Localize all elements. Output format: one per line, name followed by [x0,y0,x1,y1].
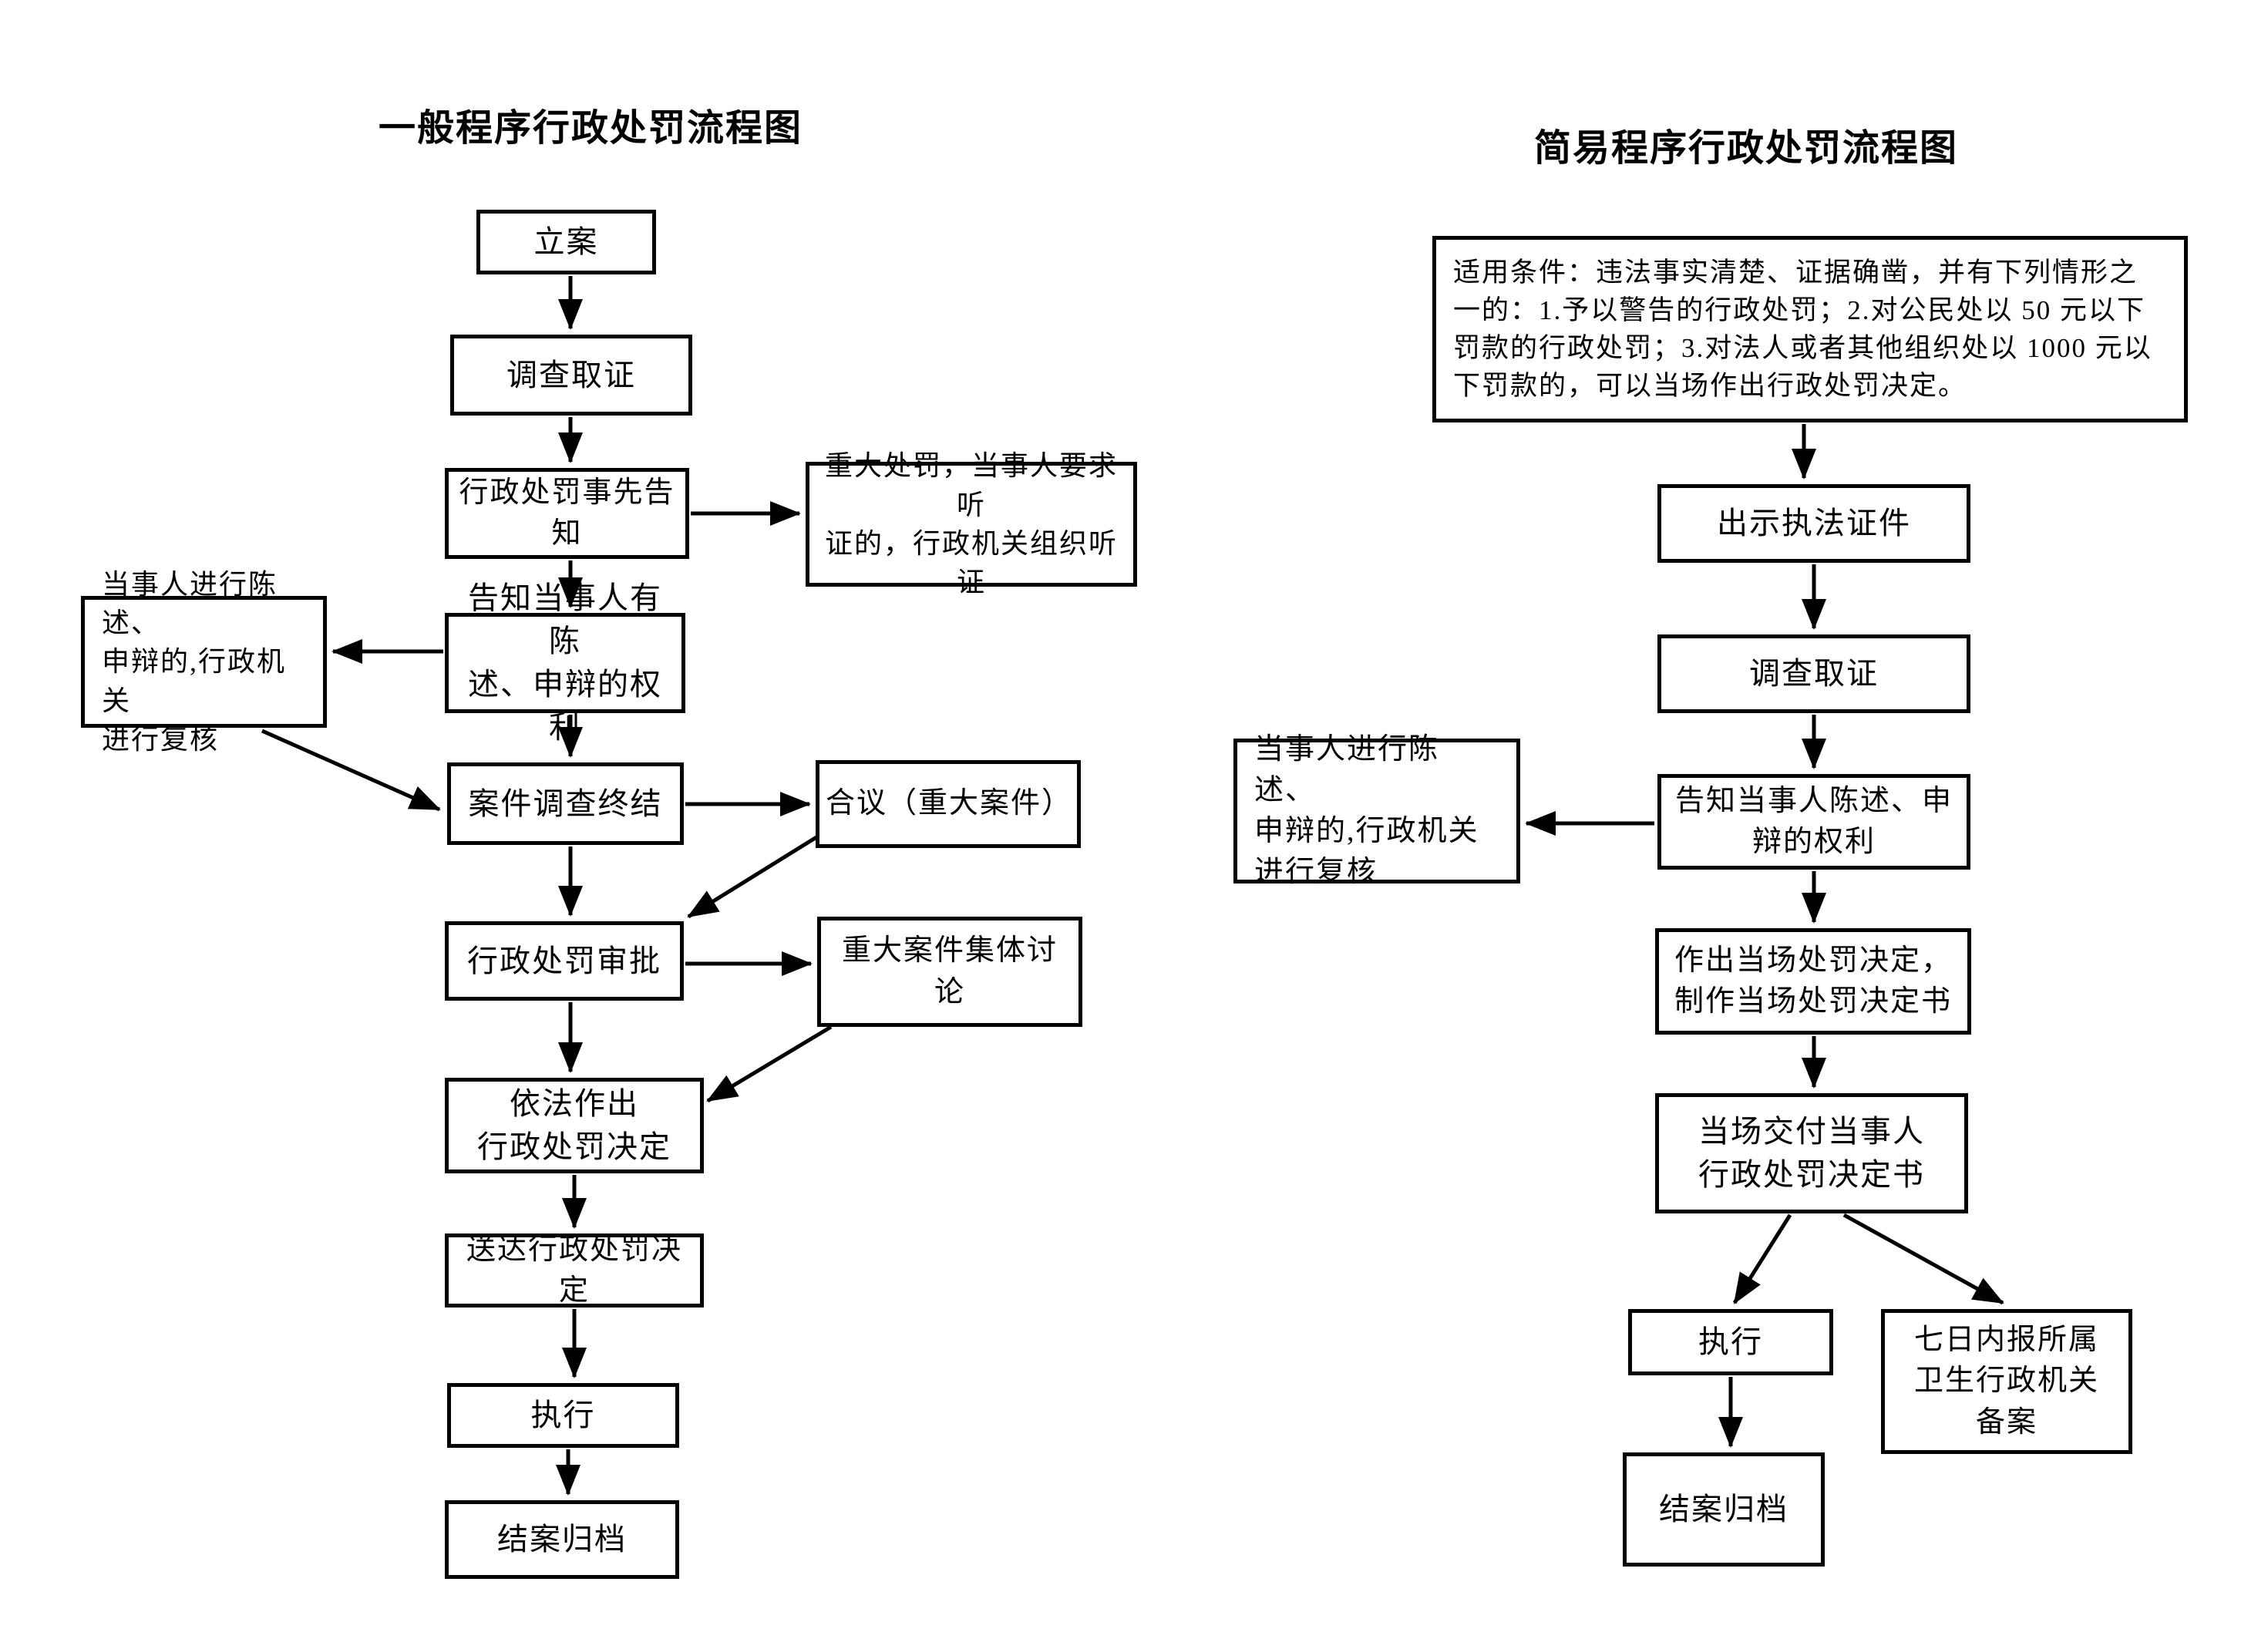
general-chart-title: 一般程序行政处罚流程图 [378,108,803,149]
flow-arrow-summary-deliver-decision-to-execution [1732,1213,1792,1304]
flow-arrow-general-panel-discussion-to-approval [687,829,828,919]
flow-node-summary-on-spot-decision: 作出当场处罚决定， 制作当场处罚决定书 [1655,928,1971,1035]
flow-arrow-summary-deliver-decision-to-report-filing [1842,1213,2004,1305]
flow-node-general-group-discussion: 重大案件集体讨论 [817,917,1082,1027]
flow-node-general-hearing: 重大处罚，当事人要求听 证的，行政机关组织听证 [806,450,1137,597]
summary-chart-title: 简易程序行政处罚流程图 [1533,128,1959,169]
flow-node-general-decision: 依法作出 行政处罚决定 [445,1078,704,1173]
flow-node-general-notify-rights: 告知当事人有陈 述、申辩的权利 [445,581,685,745]
flow-arrow-general-group-discussion-to-decision [706,1025,833,1103]
flow-node-general-archive: 结案归档 [445,1500,679,1579]
flow-node-summary-evidence: 调查取证 [1657,634,1970,713]
flow-node-summary-deliver-decision: 当场交付当事人 行政处罚决定书 [1655,1093,1968,1213]
flow-node-general-prior-notice: 行政处罚事先告知 [445,468,689,559]
flow-node-general-execution: 执行 [447,1383,679,1448]
flow-node-summary-statement-review: 当事人进行陈述、 申辩的,行政机关 进行复核 [1233,733,1520,888]
flow-node-general-statement-review: 当事人进行陈述、 申辩的,行政机关 进行复核 [81,569,327,755]
flow-node-general-panel-discussion: 合议（重大案件） [816,760,1081,848]
flow-node-general-evidence: 调查取证 [450,335,692,416]
flow-node-general-investigation-end: 案件调查终结 [447,762,684,845]
flow-node-general-delivery: 送达行政处罚决定 [445,1233,704,1307]
flow-node-summary-execution: 执行 [1628,1309,1833,1375]
flow-node-summary-notify-rights: 告知当事人陈述、申 辩的权利 [1657,774,1970,870]
flow-node-summary-show-credentials: 出示执法证件 [1657,484,1970,563]
flow-node-general-approval: 行政处罚审批 [445,921,684,1001]
flow-node-summary-report-filing: 七日内报所属 卫生行政机关 备案 [1881,1309,2132,1454]
flow-node-summary-archive: 结案归档 [1623,1452,1825,1567]
flow-node-summary-conditions: 适用条件：违法事实清楚、证据确凿，并有下列情形之 一的：1.予以警告的行政处罚；… [1432,236,2188,422]
flow-node-general-filing: 立案 [476,210,656,274]
